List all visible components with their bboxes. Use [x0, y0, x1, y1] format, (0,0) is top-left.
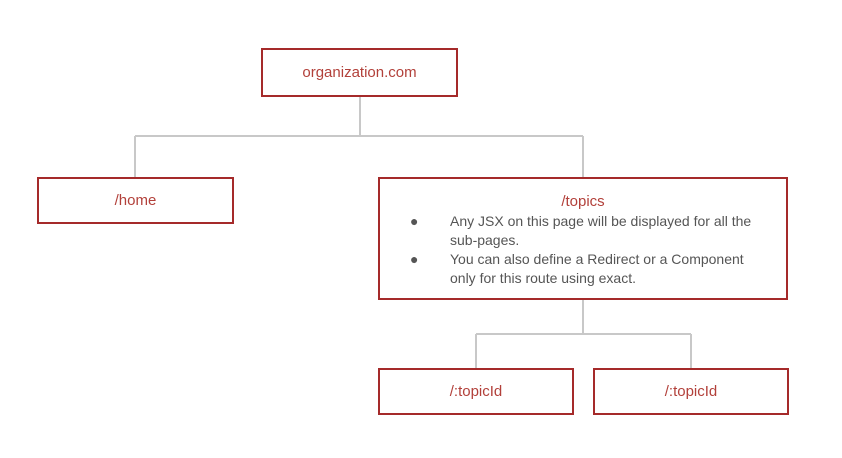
topics-note-item: ● You can also define a Redirect or a Co… [380, 250, 786, 288]
node-home-label: /home [114, 192, 157, 209]
node-topicid-right-label: /:topicId [664, 383, 718, 400]
bullet-icon: ● [410, 213, 419, 229]
node-topicid-right: /:topicId [593, 368, 789, 415]
topics-note-text: You can also define a Redirect or a Comp… [450, 251, 744, 286]
node-topics-label: /topics [561, 193, 605, 210]
node-topicid-left-label: /:topicId [449, 383, 503, 400]
node-topics: /topics ● Any JSX on this page will be d… [378, 177, 788, 300]
node-topicid-left: /:topicId [378, 368, 574, 415]
node-root-label: organization.com [302, 64, 417, 81]
node-root: organization.com [261, 48, 458, 97]
topics-note-text: Any JSX on this page will be displayed f… [450, 213, 752, 248]
bullet-icon: ● [410, 251, 419, 267]
node-home: /home [37, 177, 234, 224]
topics-notes-list: ● Any JSX on this page will be displayed… [380, 212, 786, 288]
topics-note-item: ● Any JSX on this page will be displayed… [380, 212, 786, 250]
